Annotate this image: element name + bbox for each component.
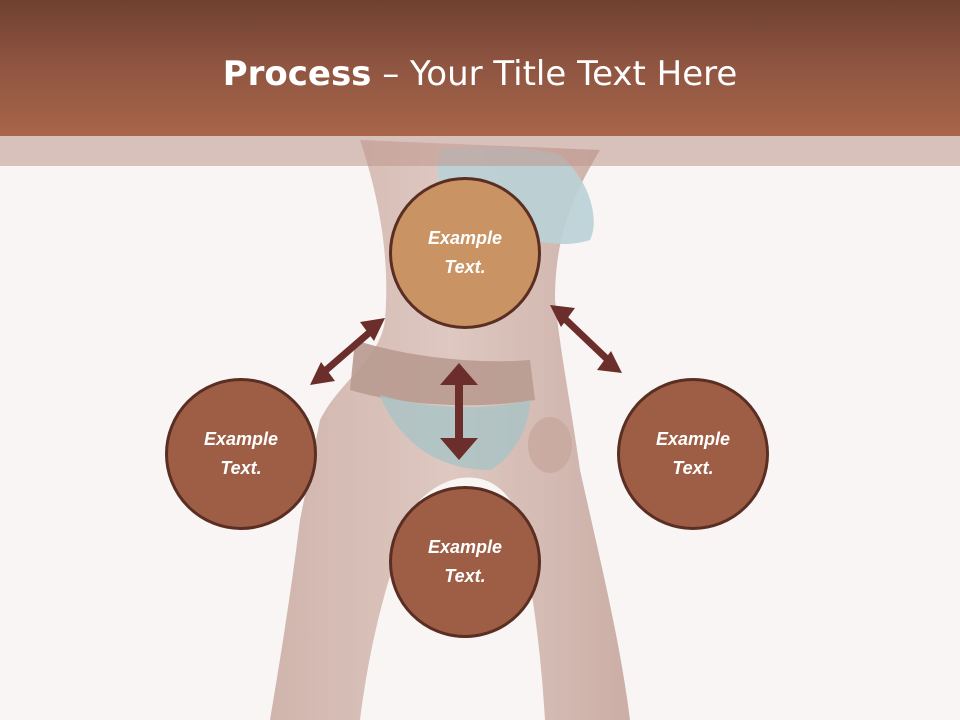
node-left-line2: Text. xyxy=(220,458,262,478)
title-rest: – Your Title Text Here xyxy=(371,54,738,94)
title-bold: Process xyxy=(222,54,372,94)
node-right-line1: Example xyxy=(655,429,731,449)
node-bottom-line1: Example xyxy=(427,537,503,557)
node-left-line1: Example xyxy=(203,429,279,449)
process-node-bottom: Example Text. xyxy=(389,486,541,638)
node-right-line2: Text. xyxy=(672,458,714,478)
title-strip xyxy=(0,136,960,166)
process-node-left: Example Text. xyxy=(165,378,317,530)
title-bar xyxy=(0,0,960,136)
arrow-top-left xyxy=(310,318,385,385)
process-node-top: Example Text. xyxy=(389,177,541,329)
node-top-line1: Example xyxy=(427,228,503,248)
slide-title: Process – Your Title Text Here xyxy=(0,52,960,96)
arrow-top-right xyxy=(550,305,622,373)
node-top-line2: Text. xyxy=(444,257,486,277)
node-bottom-line2: Text. xyxy=(444,566,486,586)
process-node-right: Example Text. xyxy=(617,378,769,530)
arrow-center-vertical xyxy=(440,363,478,460)
